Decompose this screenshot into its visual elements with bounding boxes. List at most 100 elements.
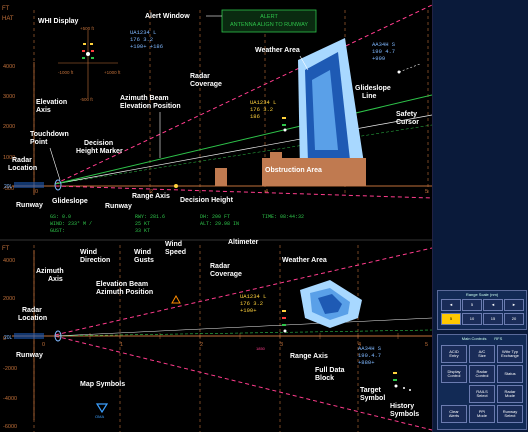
range-scale-panel: Range Scale (nm) ◄ 5 ◄ ► 5 10 15 20 bbox=[437, 290, 527, 330]
readout-wind: WIND: 233° M / bbox=[50, 221, 92, 227]
ann-full-data-block: Full Data bbox=[315, 367, 345, 374]
range-scale-btn[interactable]: 20 bbox=[504, 313, 524, 325]
whi-top: +500 ft bbox=[80, 26, 95, 31]
track-alt: 186 bbox=[250, 113, 260, 120]
glideslope-line bbox=[54, 94, 432, 185]
az-runway-label: 20L bbox=[4, 335, 13, 341]
track-data: 176 3.2 bbox=[130, 36, 153, 43]
range-scale-btn[interactable]: 15 bbox=[483, 313, 503, 325]
elevation-beam-azimuth-line bbox=[54, 317, 432, 337]
range-scale-btn[interactable]: ◄ bbox=[441, 299, 461, 311]
ann-decision-height-marker-2: Height Marker bbox=[76, 148, 123, 155]
track-data: 176 3.2 bbox=[240, 300, 263, 307]
weather-mid bbox=[312, 70, 338, 150]
elev-weather-area bbox=[298, 38, 365, 172]
radar-display: FT HAT 4000 3000 2000 1000 -500 0 2 4 5 bbox=[0, 4, 432, 432]
control-panel: Range Scale (nm) ◄ 5 ◄ ► 5 10 15 20 Main… bbox=[432, 0, 528, 432]
azimuth-y-ticks: 4000 2000 0 -2000 -4000 -6000 bbox=[3, 258, 17, 430]
range-scale-title: Range Scale (nm) bbox=[465, 292, 499, 297]
range-scale-btn[interactable]: 10 bbox=[462, 313, 482, 325]
glideslope-safety bbox=[54, 124, 432, 185]
ann-elevation-beam-az: Elevation Beam bbox=[96, 281, 148, 288]
az-radar-location bbox=[54, 330, 62, 342]
elevation-display: FT HAT 4000 3000 2000 1000 -500 0 2 4 5 bbox=[2, 4, 432, 234]
obstruction-area bbox=[262, 158, 366, 186]
readout-rwy: RWY: 281.6 bbox=[135, 214, 165, 220]
track-alt: +100+ bbox=[240, 307, 257, 314]
elev-track-3[interactable]: AA34H S 190 4.7 +999 bbox=[372, 41, 396, 62]
main-control-btn-status[interactable]: Status bbox=[497, 365, 523, 383]
alert-title: ALERT bbox=[260, 14, 278, 20]
elev-tick: 3000 bbox=[3, 94, 15, 100]
elev-x-tick: 2 bbox=[150, 189, 153, 195]
ann-full-data-block-2: Block bbox=[315, 375, 334, 382]
az-track-2[interactable]: AA34H S 190.4.7 +880+ bbox=[358, 345, 382, 366]
az-target-symbol-1 bbox=[282, 310, 287, 333]
ann-radar-coverage-top: Radar bbox=[190, 73, 210, 80]
elev-runway-label: 20L bbox=[4, 184, 13, 190]
ann-weather-area-top: Weather Area bbox=[255, 47, 300, 54]
elev-radar-coverage bbox=[54, 4, 432, 199]
az-tick: 2000 bbox=[3, 296, 15, 302]
az-runway bbox=[14, 333, 44, 339]
map-marker-label: 1850 bbox=[256, 346, 266, 351]
track-alt: +999 bbox=[372, 55, 385, 62]
obstruction-top bbox=[270, 152, 282, 160]
whi-left: -1000 ft bbox=[58, 70, 74, 75]
range-scale-btn[interactable]: ► bbox=[504, 299, 524, 311]
annotations: WHI Display Alert Window Weather Area Ra… bbox=[8, 13, 419, 418]
azimuth-range-grid bbox=[33, 245, 359, 432]
track-callsign: AA34H S bbox=[358, 345, 382, 352]
ann-elevation-axis: Elevation bbox=[36, 99, 67, 106]
elev-tick: -500 bbox=[3, 186, 14, 192]
az-ft-label: FT bbox=[2, 246, 10, 252]
ann-history-symbols: History bbox=[390, 403, 414, 410]
track-callsign: UA1234 L bbox=[240, 293, 266, 300]
az-tick: -4000 bbox=[3, 396, 17, 402]
readout-wind-val: 25 KT bbox=[135, 221, 150, 227]
track-callsign: AA34H S bbox=[372, 41, 396, 48]
ann-wind-gusts-2: Gusts bbox=[134, 257, 154, 264]
azimuth-display: FT 4000 2000 0 -2000 -4000 -6000 bbox=[2, 245, 432, 432]
elev-units-label: HAT bbox=[2, 16, 14, 22]
ann-wind-direction: Wind bbox=[80, 249, 97, 256]
elev-readouts: GS: 0.0 WIND: 233° M / GUST: RWY: 281.6 … bbox=[50, 214, 304, 234]
track-data: 190 4.7 bbox=[372, 48, 395, 55]
ann-radar-location-bottom: Radar bbox=[22, 307, 42, 314]
range-scale-btn-selected[interactable]: 5 bbox=[441, 313, 461, 325]
safety-cursor[interactable] bbox=[397, 63, 421, 74]
elev-radar-location bbox=[54, 179, 62, 191]
ann-azimuth-axis-2: Axis bbox=[48, 276, 63, 283]
map-symbol-triangle bbox=[171, 294, 181, 304]
readout-gs: GS: 0.0 bbox=[50, 214, 71, 220]
ann-history-symbols-2: Symbols bbox=[390, 411, 419, 418]
range-scale-btn[interactable]: ◄ bbox=[483, 299, 503, 311]
ann-azimuth-axis: Azimuth bbox=[36, 268, 64, 275]
elev-tick: 2000 bbox=[3, 124, 15, 130]
ann-wind-gusts: Wind bbox=[134, 249, 151, 256]
az-track-1[interactable]: UA1234 L 176 3.2 +100+ bbox=[240, 293, 266, 314]
range-scale-btn[interactable]: 5 bbox=[462, 299, 482, 311]
ann-elevation-beam-az-2: Azimuth Position bbox=[96, 289, 153, 296]
alert-window[interactable]: ALERT ANTENNA ALIGN TO RUNWAY bbox=[221, 9, 317, 33]
ann-weather-area-bottom: Weather Area bbox=[282, 257, 327, 264]
az-target-symbol-2 bbox=[393, 372, 411, 391]
elev-track-2[interactable]: UA1234 L 176 3.2 186 bbox=[250, 99, 276, 120]
elev-track-1[interactable]: UA1234 L 176 3.2 +100+ +186 bbox=[130, 29, 163, 50]
track-data: 176 3.2 bbox=[250, 106, 273, 113]
ann-radar-location-bottom-2: Location bbox=[18, 315, 47, 322]
ann-wind-speed-2: Speed bbox=[165, 249, 186, 256]
readout-time: TIME: 08:44:32 bbox=[262, 214, 304, 220]
